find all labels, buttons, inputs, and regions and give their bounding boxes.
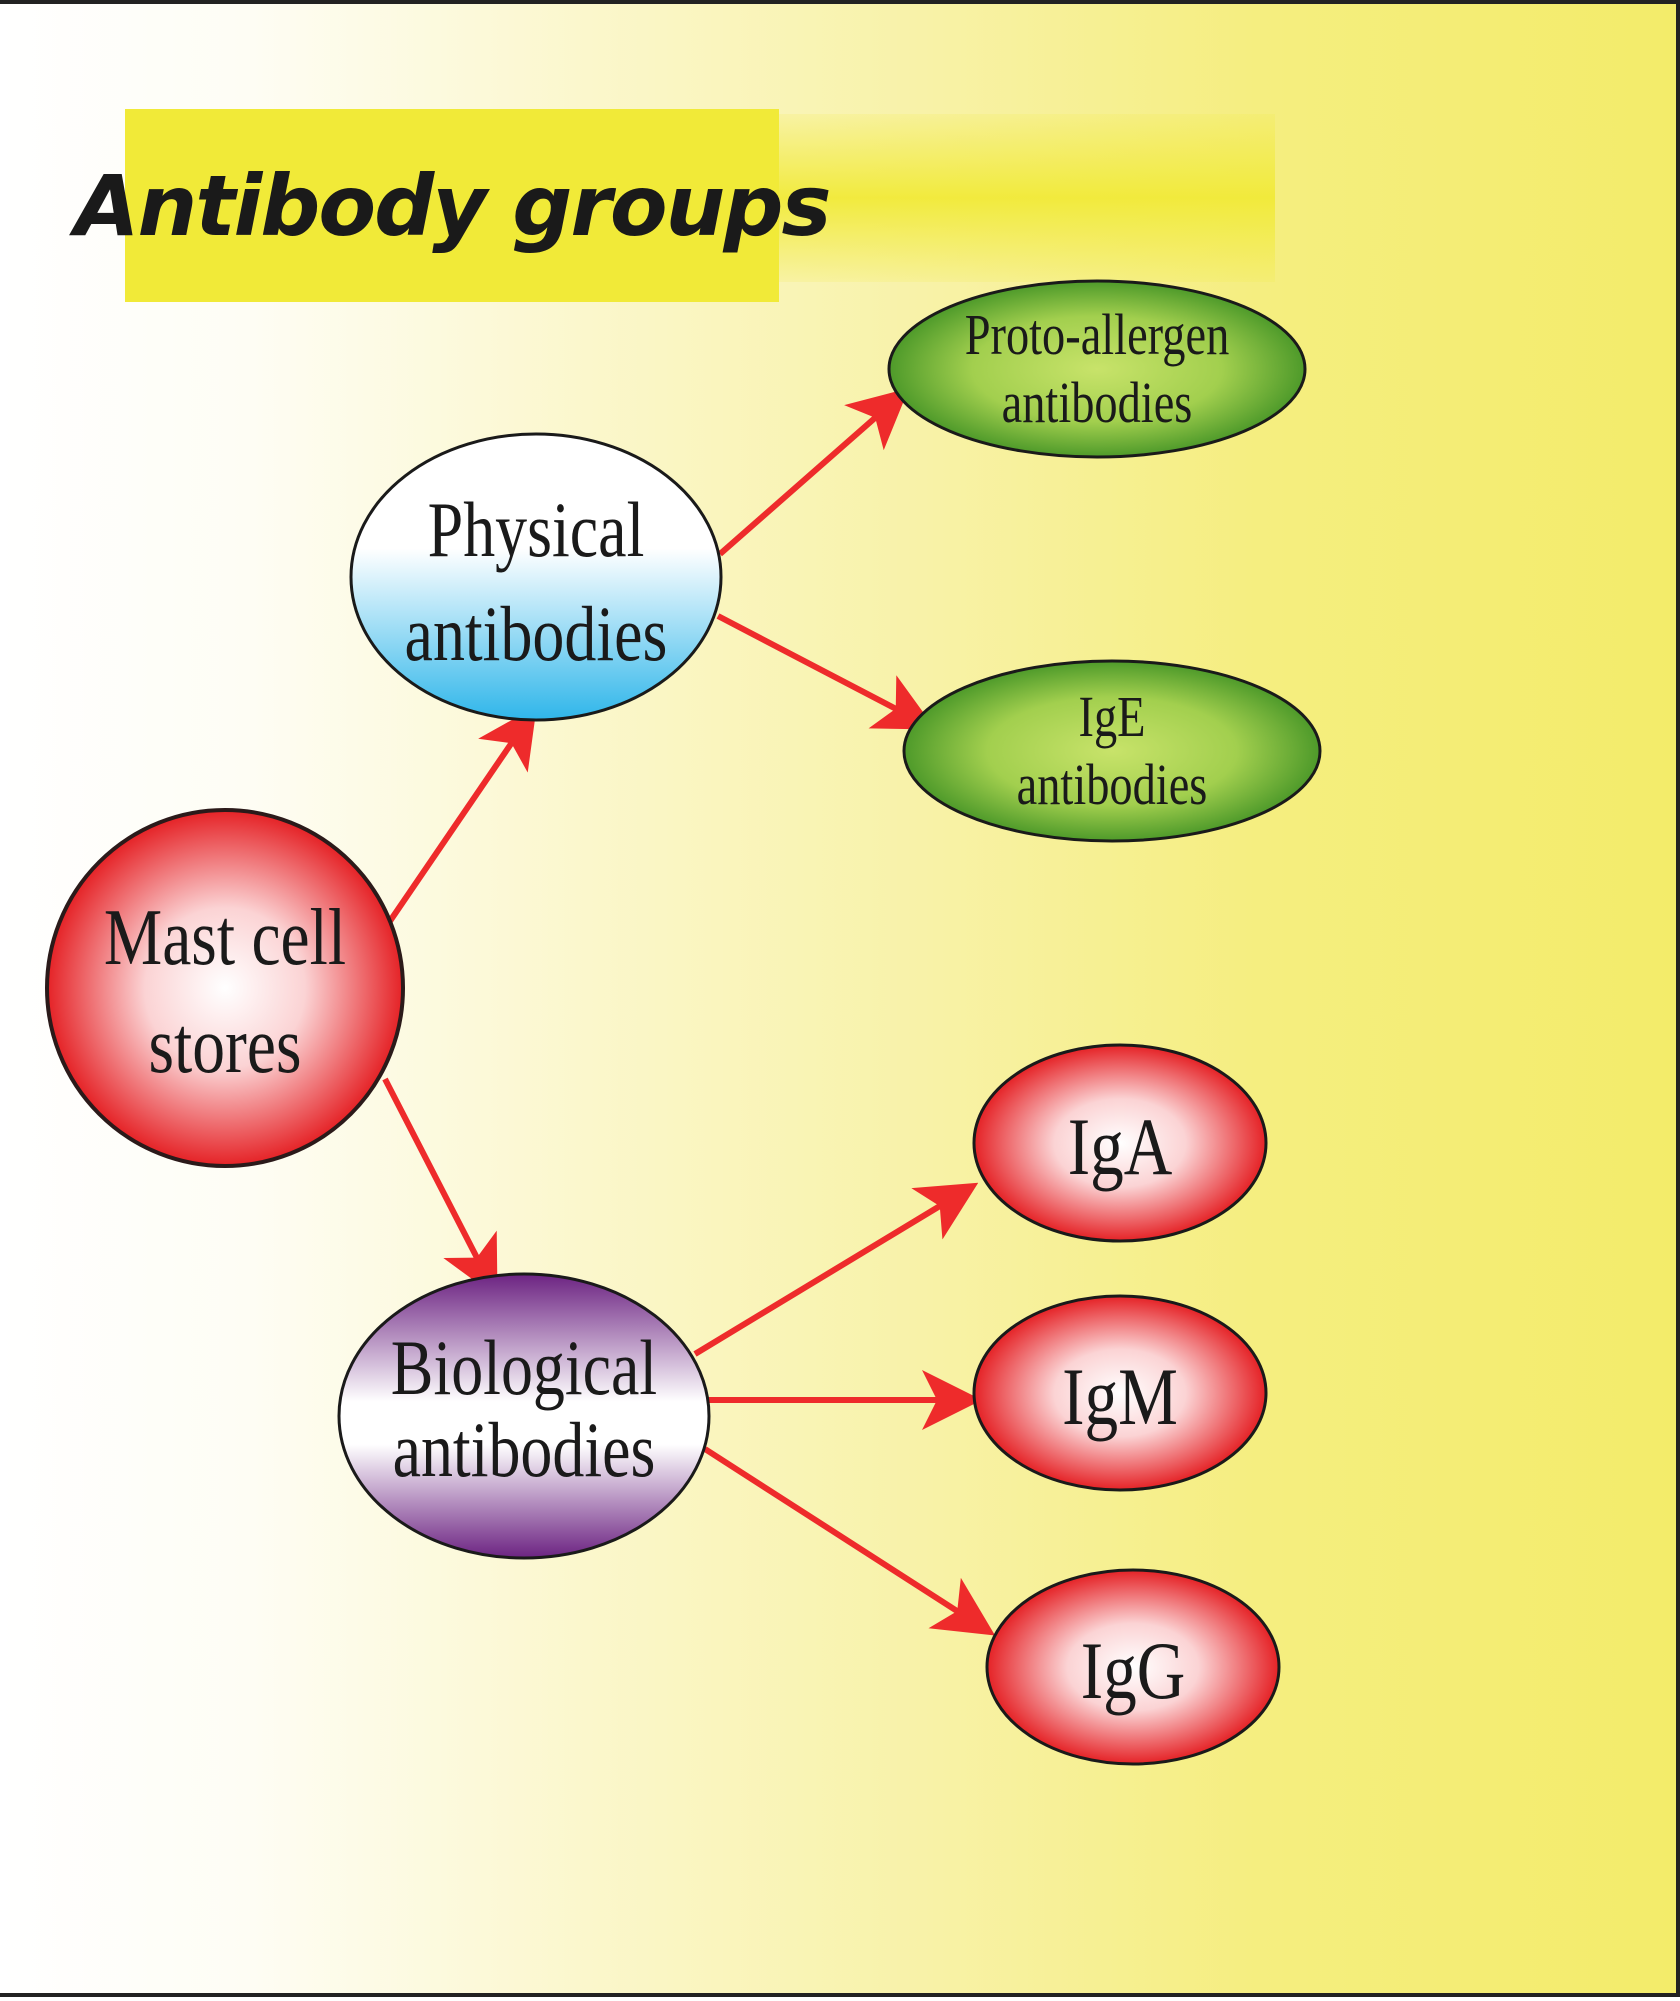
node-biological-antibodies: Biological antibodies bbox=[337, 1272, 711, 1560]
node-label-line: Physical bbox=[428, 487, 645, 573]
arrow-biological-to-igg bbox=[703, 1446, 996, 1636]
node-label-line: Proto-allergen bbox=[965, 303, 1230, 367]
node-label-line: Biological bbox=[391, 1325, 657, 1411]
node-label-line: stores bbox=[148, 1001, 301, 1090]
node-label-line: antibodies bbox=[393, 1407, 656, 1493]
node-ige-antibodies: IgE antibodies bbox=[902, 659, 1322, 843]
arrow-physical-to-proto bbox=[718, 388, 910, 557]
arrow-root-to-biological bbox=[382, 1077, 498, 1298]
page-title: Antibody groups bbox=[74, 156, 832, 255]
node-igm: IgM bbox=[972, 1294, 1268, 1492]
node-label-line: IgG bbox=[1081, 1626, 1186, 1717]
node-iga: IgA bbox=[972, 1043, 1268, 1243]
antibody-diagram: Mast cell stores Physical antibodies Bio… bbox=[45, 279, 1322, 1766]
node-label-line: antibodies bbox=[1002, 371, 1193, 435]
node-label-line: antibodies bbox=[1017, 753, 1208, 817]
arrows bbox=[382, 388, 996, 1636]
arrow-root-to-physical bbox=[385, 706, 537, 926]
title-glow-band bbox=[779, 114, 1275, 282]
arrow-physical-to-ige bbox=[716, 613, 936, 730]
node-label-line: IgA bbox=[1068, 1102, 1173, 1193]
node-label-line: Mast cell bbox=[104, 893, 346, 982]
node-proto-allergen-antibodies: Proto-allergen antibodies bbox=[887, 279, 1307, 459]
arrow-biological-to-iga bbox=[693, 1182, 979, 1357]
node-label-line: antibodies bbox=[405, 591, 668, 677]
node-label-line: IgE bbox=[1079, 685, 1146, 749]
node-mast-cell-stores: Mast cell stores bbox=[45, 808, 405, 1168]
node-physical-antibodies: Physical antibodies bbox=[349, 432, 723, 722]
node-label-line: IgM bbox=[1062, 1352, 1178, 1443]
node-igg: IgG bbox=[985, 1568, 1281, 1766]
title-box: Antibody groups bbox=[75, 109, 831, 302]
